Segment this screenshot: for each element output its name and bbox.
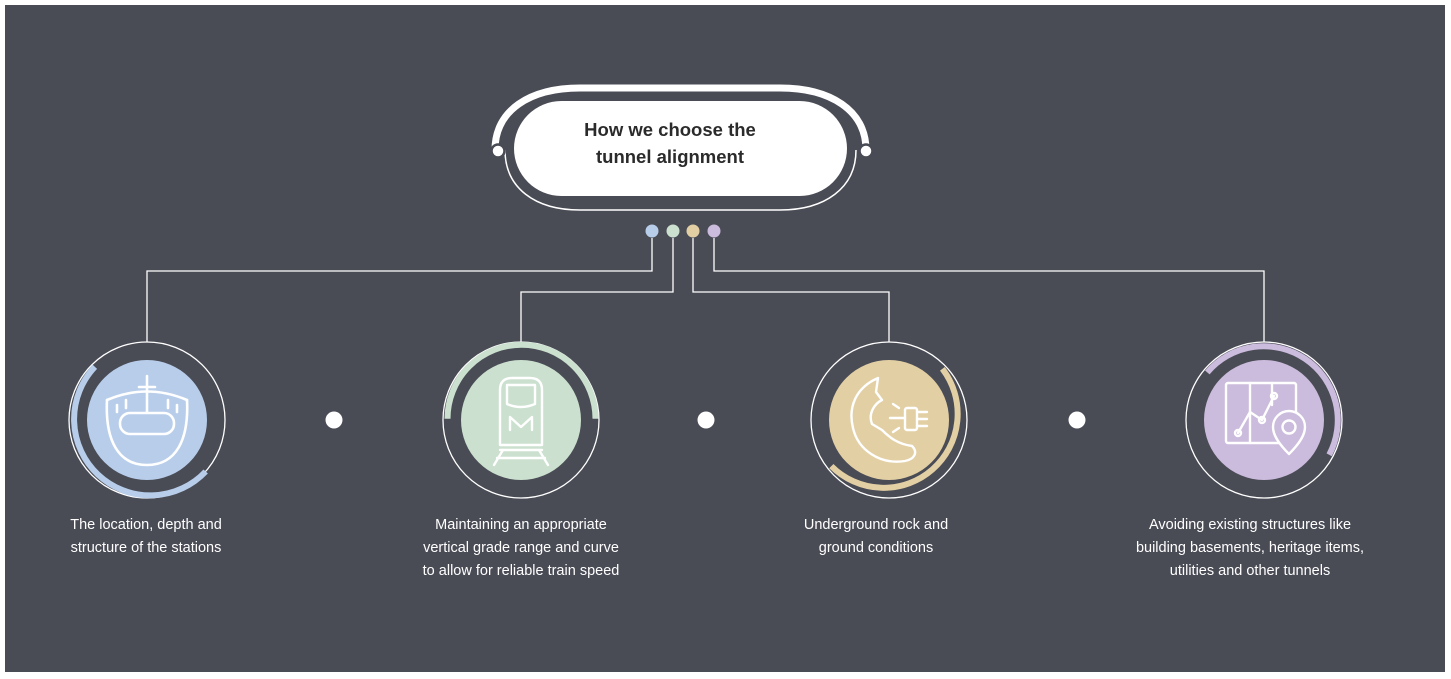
- caption-line: ground conditions: [818, 540, 934, 556]
- map-pin-icon: [1224, 381, 1307, 456]
- diagram-title: How we choose the tunnel alignment: [520, 116, 820, 170]
- train-icon: [492, 376, 550, 467]
- caption-line: vertical grade range and curve: [423, 540, 619, 556]
- factor-3-badge: [810, 341, 968, 499]
- caption-line: Underground rock and: [803, 517, 949, 533]
- factor-4-accent-arc: [1205, 343, 1341, 457]
- caption-line: The location, depth and: [70, 517, 222, 533]
- separator-dot-3: [1068, 411, 1086, 429]
- title-left-dot: [490, 143, 506, 159]
- caption-line: Avoiding existing structures like: [1148, 517, 1352, 533]
- caption-line: utilities and other tunnels: [1169, 563, 1331, 579]
- factor-3-accent-arc: [829, 366, 961, 491]
- factor-1-badge: [68, 341, 226, 499]
- connector-dot-green: [666, 224, 680, 238]
- factor-3-caption: Underground rock and ground conditions: [726, 514, 1026, 560]
- title-outer-arc-bottom: [504, 149, 857, 211]
- connector-dot-blue: [645, 224, 659, 238]
- caption-line: building basements, heritage items,: [1135, 540, 1365, 556]
- title-outer-arc-top: [491, 84, 870, 151]
- factor-4-caption: Avoiding existing structures like buildi…: [1100, 514, 1400, 583]
- title-frame: [491, 84, 870, 211]
- caption-line: structure of the stations: [70, 540, 222, 556]
- connector-line-1: [146, 238, 653, 342]
- title-right-dot: [858, 143, 874, 159]
- station-icon: [105, 374, 189, 467]
- factor-2-caption: Maintaining an appropriate vertical grad…: [371, 514, 671, 583]
- connector-line-4: [713, 238, 1265, 342]
- separator-dot-1: [325, 411, 343, 429]
- connector-line-2: [520, 238, 674, 342]
- caption-line: Maintaining an appropriate: [435, 517, 607, 533]
- rock-drill-icon: [850, 376, 929, 463]
- connector-line-3: [692, 238, 890, 342]
- factor-1-accent-arc: [71, 364, 208, 499]
- title-pill: [514, 101, 847, 196]
- title-line-1: How we choose the: [584, 119, 756, 140]
- connector-dot-purple: [707, 224, 721, 238]
- separator-dot-2: [697, 411, 715, 429]
- factor-2-badge: [442, 341, 600, 499]
- factor-1-caption: The location, depth and structure of the…: [0, 514, 296, 560]
- factor-4-badge: [1185, 341, 1343, 499]
- factor-2-accent-arc: [444, 341, 599, 419]
- title-line-2: tunnel alignment: [596, 146, 744, 167]
- connector-dot-tan: [686, 224, 700, 238]
- caption-line: to allow for reliable train speed: [422, 563, 620, 579]
